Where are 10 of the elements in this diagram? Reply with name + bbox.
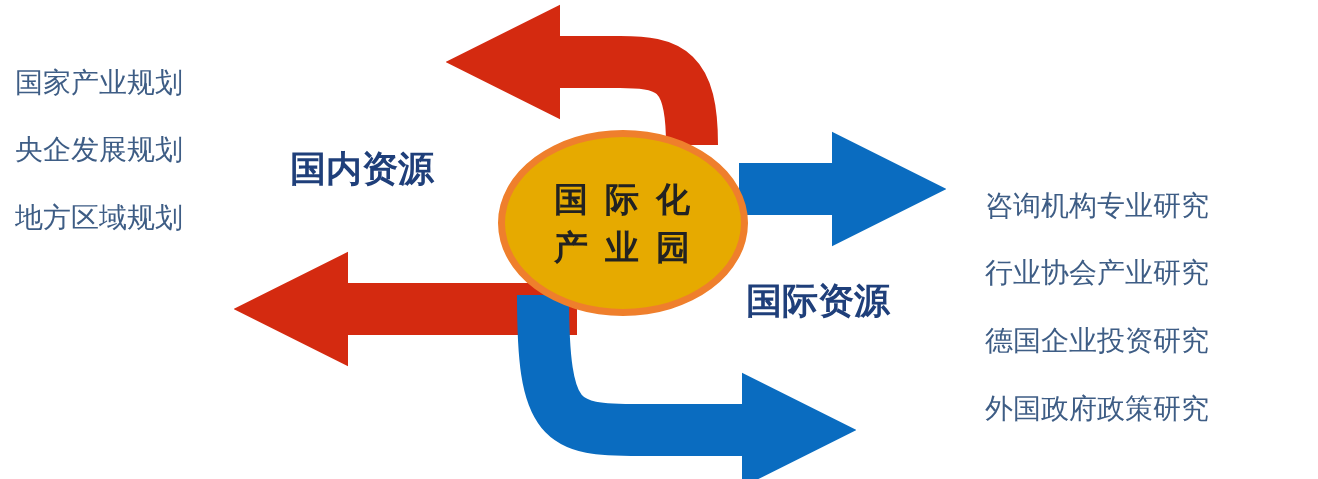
list-item: 行业协会产业研究 <box>985 255 1209 291</box>
center-title: 国际化产业园 <box>552 178 708 269</box>
list-item: 国家产业规划 <box>15 65 183 101</box>
list-item: 央企发展规划 <box>15 132 183 168</box>
section-heading: 国内资源 <box>290 147 434 191</box>
list-item: 地方区域规划 <box>15 200 183 236</box>
list-item: 外国政府政策研究 <box>985 391 1209 427</box>
list-item: 德国企业投资研究 <box>985 323 1209 359</box>
section-heading: 国际资源 <box>746 279 890 323</box>
list-item: 咨询机构专业研究 <box>985 188 1209 224</box>
